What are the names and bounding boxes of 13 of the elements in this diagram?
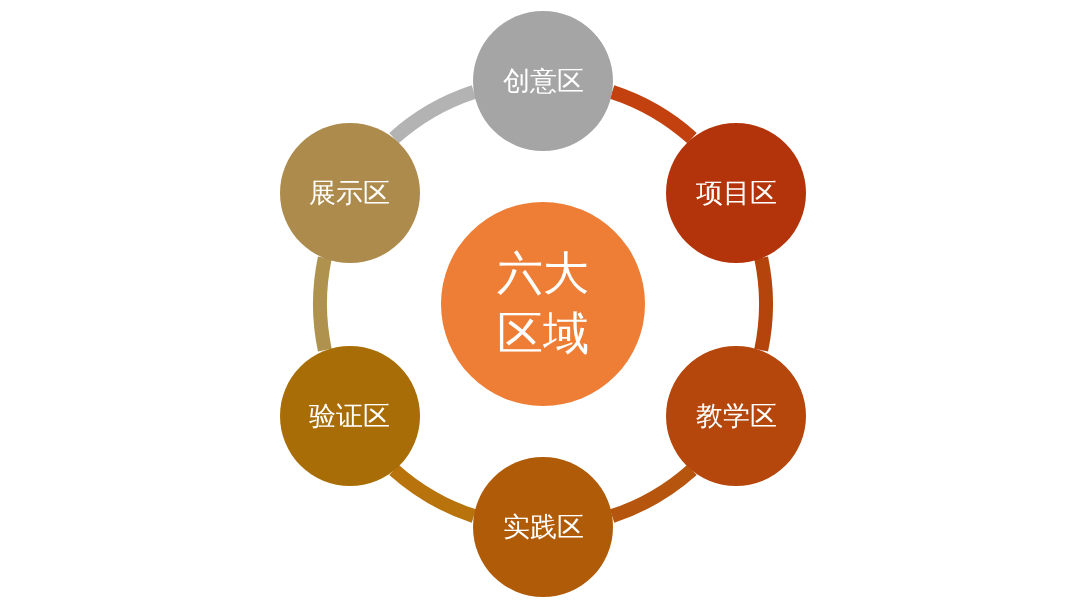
ring-arc xyxy=(389,464,477,523)
node-label: 展示区 xyxy=(309,176,391,208)
node-label: 教学区 xyxy=(695,399,777,431)
ring-arc xyxy=(609,85,697,144)
ring-arc xyxy=(389,85,477,144)
ring-arc xyxy=(609,464,697,523)
node-label: 项目区 xyxy=(695,176,777,208)
ring-arc xyxy=(313,256,332,352)
node-label: 实践区 xyxy=(502,511,584,543)
node-label: 验证区 xyxy=(309,399,391,431)
node-label: 六大区域 xyxy=(496,245,590,362)
ring-arc xyxy=(754,256,773,352)
node-label: 创意区 xyxy=(502,65,584,97)
